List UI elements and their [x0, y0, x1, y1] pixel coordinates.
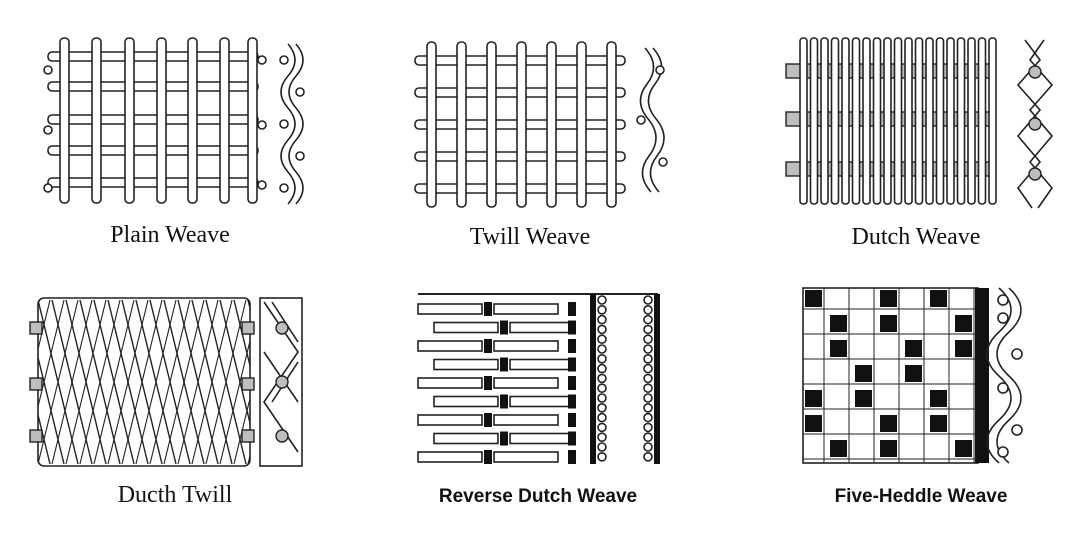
caption-plain-weave: Plain Weave	[110, 222, 230, 248]
twill-weave-illustration	[414, 41, 668, 208]
plain-weave-illustration	[43, 37, 305, 205]
dutch-weave-cross-section	[1016, 39, 1054, 209]
twill-weave-warp-wires	[426, 41, 617, 208]
caption-dutch-twill: Ducth Twill	[117, 482, 233, 508]
dutch-twill-diagonal-wires	[38, 299, 250, 465]
dutch-twill-weft-stubs	[29, 321, 255, 443]
five-heddle-cross-section	[986, 287, 1023, 464]
plain-weave-warp-wires	[59, 37, 258, 204]
caption-reverse-dutch-weave: Reverse Dutch Weave	[438, 486, 638, 507]
caption-dutch-weave: Dutch Weave	[851, 224, 981, 250]
caption-five-heddle-weave: Five-Heddle Weave	[834, 486, 1008, 507]
dutch-twill-illustration	[29, 297, 303, 467]
dutch-weave-illustration	[785, 37, 1054, 209]
dutch-twill-cross-section	[259, 297, 303, 467]
five-heddle-weave-illustration	[802, 287, 1023, 464]
reverse-dutch-cross-section	[597, 295, 653, 462]
reverse-dutch-weave-illustration	[417, 293, 660, 464]
twill-weave-cross-section	[636, 47, 668, 193]
plain-weave-cross-section	[279, 43, 305, 205]
reverse-dutch-weft-bars	[417, 302, 576, 464]
five-heddle-pattern	[803, 288, 978, 463]
dutch-weave-warp-wires	[799, 37, 997, 205]
caption-twill-weave: Twill Weave	[469, 224, 591, 250]
